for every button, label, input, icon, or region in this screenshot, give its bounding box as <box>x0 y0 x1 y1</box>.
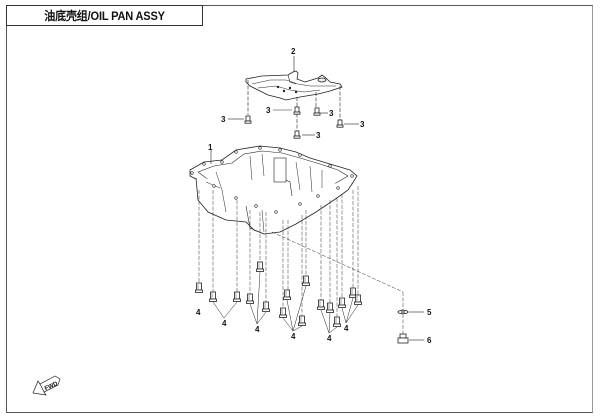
oil-pan-bolts <box>195 261 362 327</box>
fwd-arrow-icon: FWD <box>32 375 61 396</box>
fwd-label: FWD <box>44 381 60 392</box>
callout-1: 1 <box>208 143 213 152</box>
callout-3: 3 <box>266 106 271 115</box>
oil-pan-part <box>189 145 358 235</box>
drain-plug-thread <box>399 333 407 339</box>
leader-lines-bolts <box>212 271 359 334</box>
callout-labels: 1 2 3 3 3 3 3 4 4 4 4 4 4 5 6 <box>196 47 432 345</box>
drain-plug-assembly <box>397 309 424 344</box>
callout-4: 4 <box>327 334 332 343</box>
callout-3: 3 <box>221 115 226 124</box>
bolt-axis-lines <box>198 186 404 340</box>
callout-3: 3 <box>360 120 365 129</box>
leader-lines-baffle <box>228 56 359 136</box>
callout-4: 4 <box>196 308 201 317</box>
callout-4: 4 <box>291 332 296 341</box>
callout-4: 4 <box>255 325 260 334</box>
baffle-plate-part <box>245 70 343 101</box>
diagram-title: 油底壳组/OIL PAN ASSY <box>44 9 165 23</box>
callout-2: 2 <box>291 47 296 56</box>
title-block: 油底壳组/OIL PAN ASSY <box>6 5 203 26</box>
drawing-frame <box>6 5 593 413</box>
callout-6: 6 <box>427 336 432 345</box>
callout-3: 3 <box>329 109 334 118</box>
callout-5: 5 <box>427 308 432 317</box>
drain-plug-head <box>397 337 409 344</box>
callout-4: 4 <box>344 324 349 333</box>
callout-4: 4 <box>222 319 227 328</box>
callout-3: 3 <box>316 131 321 140</box>
